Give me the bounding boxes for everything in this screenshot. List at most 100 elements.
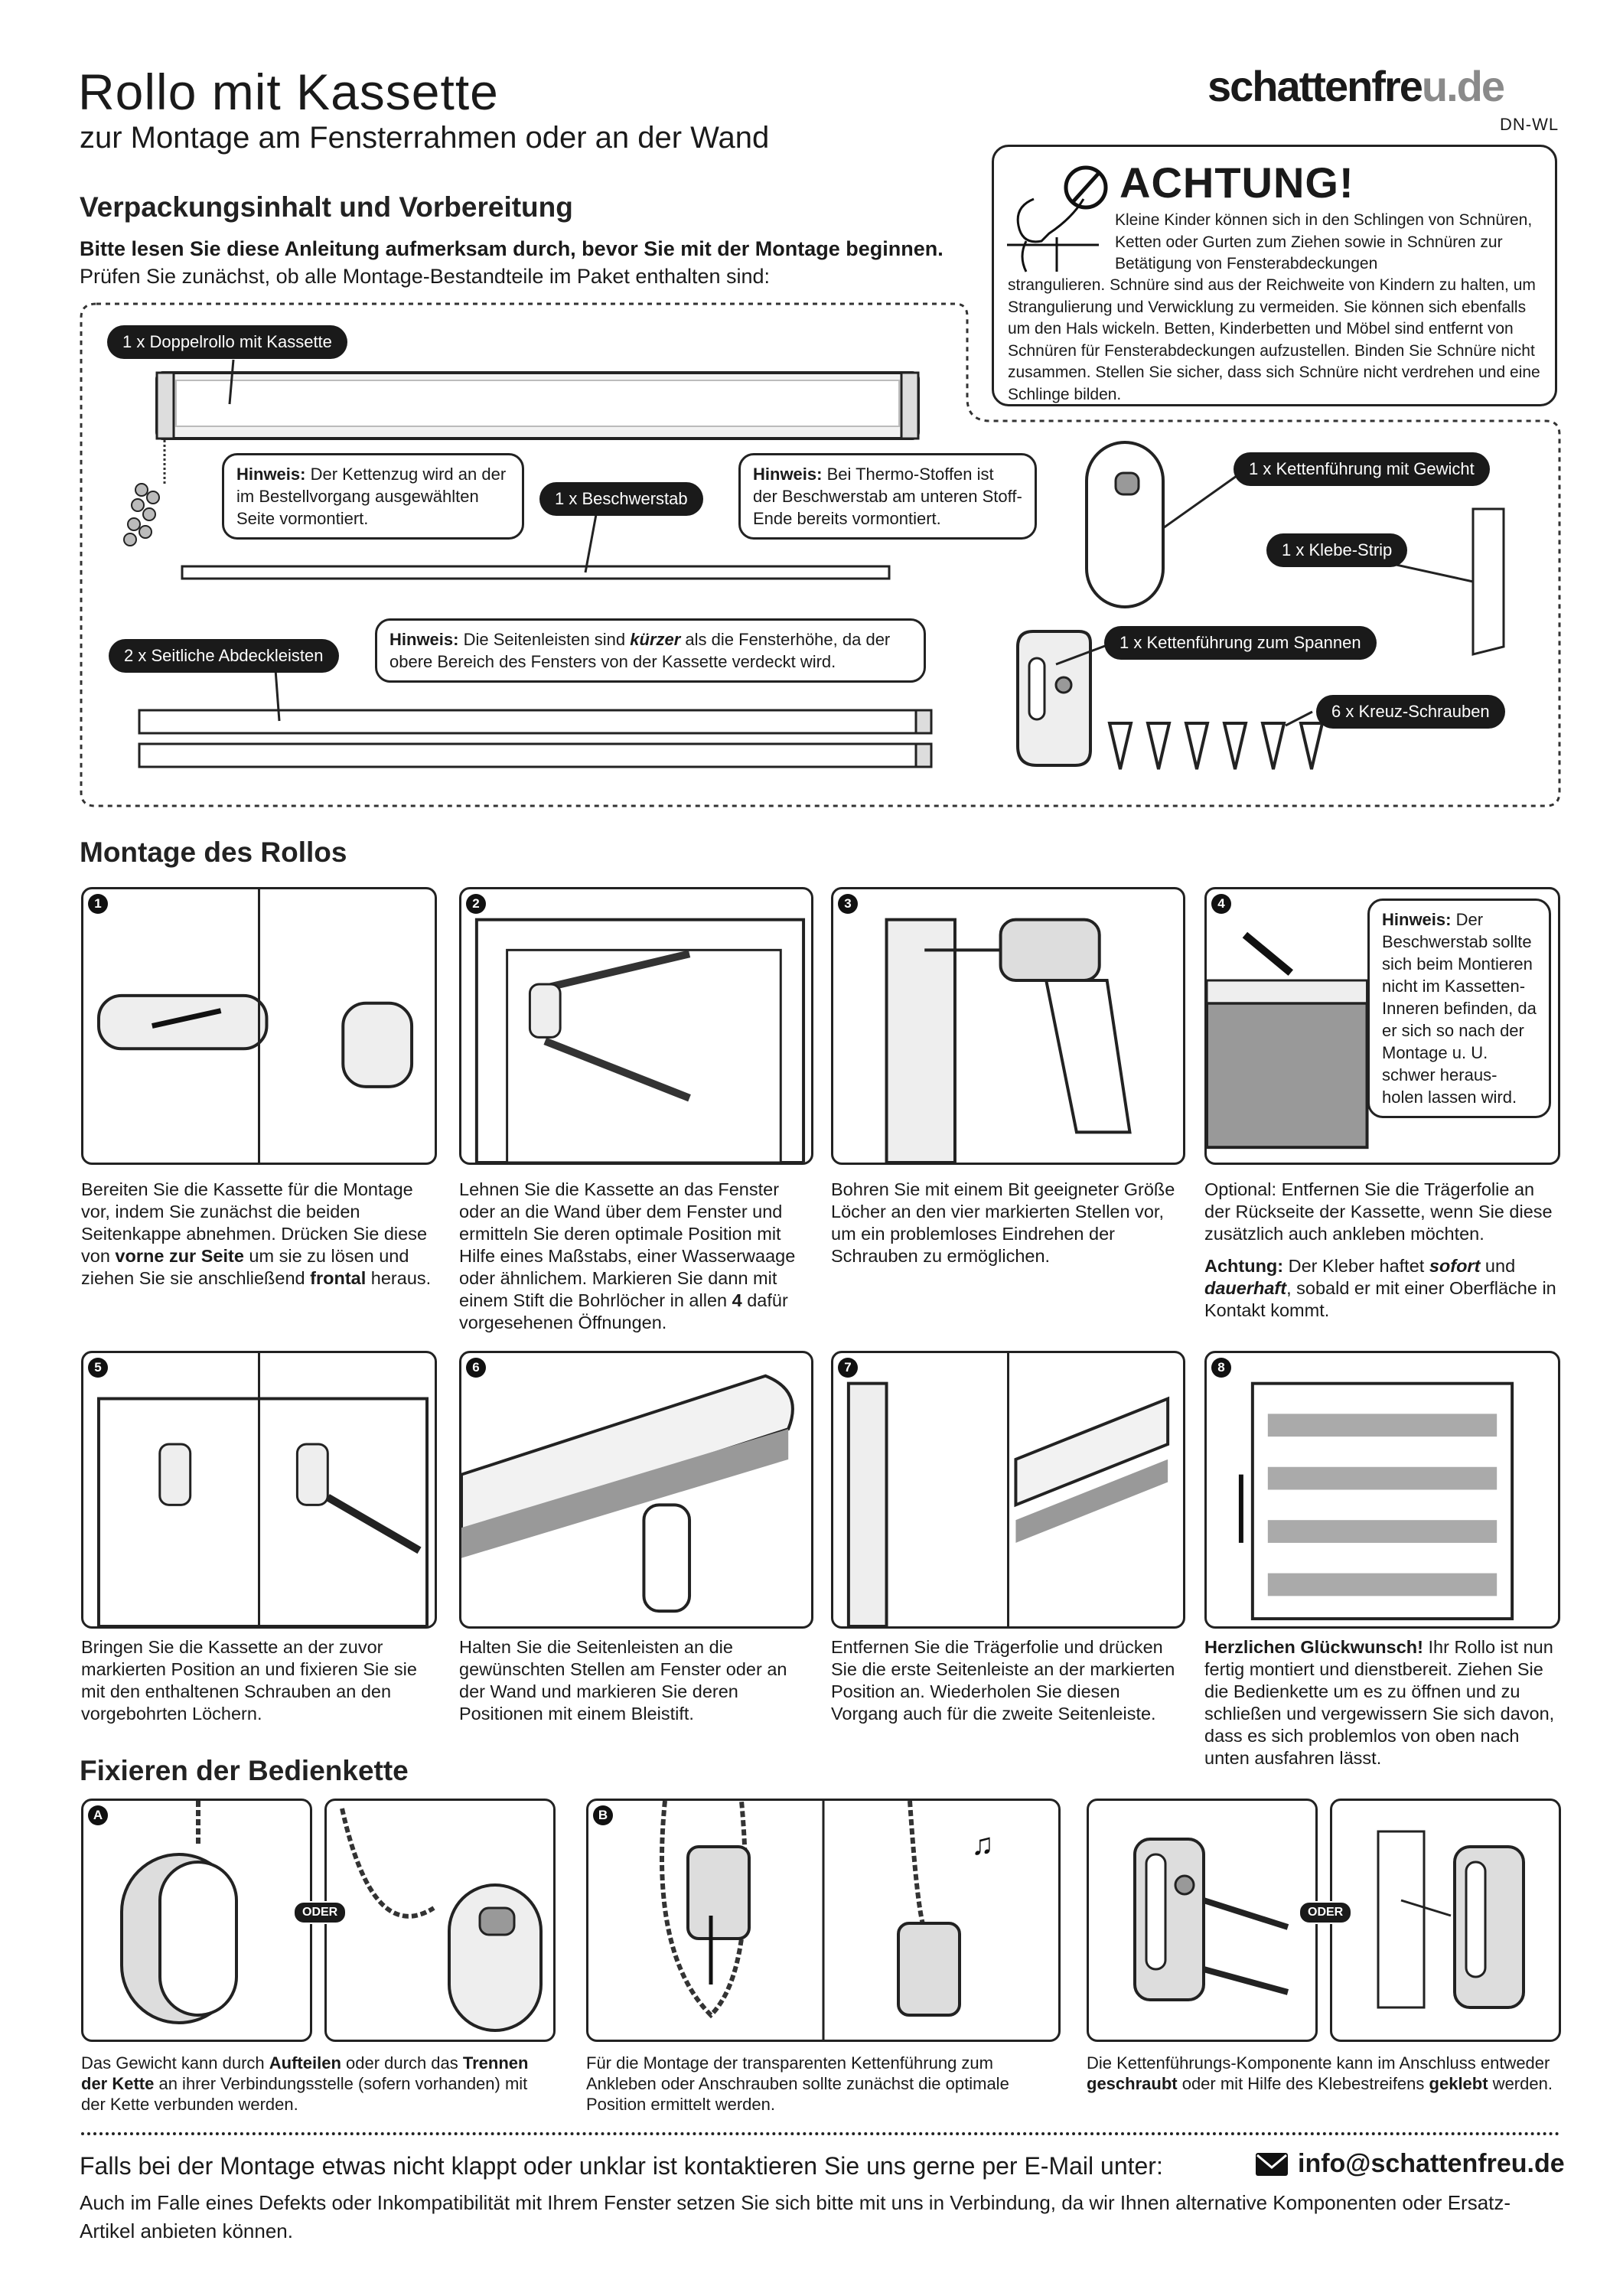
emphasis-text: Achtung: (1204, 1256, 1289, 1276)
contents-frame (80, 302, 1561, 807)
adhesive-mount-illustration (1377, 1830, 1525, 2009)
text-segment: Bohren Sie mit einem Bit geeigneter Größ… (831, 1179, 1175, 1266)
warning-text-top: Kleine Kinder können sich in den Schling… (1115, 211, 1533, 272)
step-text: Bereiten Sie die Kassette für die Montag… (81, 1179, 437, 1290)
chain-panel-c2 (1330, 1799, 1561, 2042)
text-segment: heraus. (366, 1268, 432, 1288)
item-label-chain-guide-weight: 1 x Kettenführung mit Gewicht (1234, 452, 1490, 486)
text-segment: , sobald er mit einer Oberfläche in Kont… (1204, 1278, 1556, 1320)
chain-panel-a1: A (81, 1799, 312, 2042)
text-segment: werden. (1488, 2074, 1553, 2093)
chain-guide-position-illustration: ♫ (660, 1801, 994, 2040)
step-warning-text: Achtung: Der Kleber haftet sofort und da… (1204, 1255, 1560, 1322)
step-panel-7: 7 (831, 1351, 1185, 1629)
chain-panel-b: B ♫ (586, 1799, 1061, 2042)
contact-text: Falls bei der Montage etwas nicht klappt… (80, 2152, 1163, 2180)
step-text: Halten Sie die Seitenleisten an die gewü… (459, 1636, 813, 1725)
step-panel-2: 2 (459, 887, 813, 1165)
chain-step-b-text: Für die Montage der transparenten Ketten… (586, 2053, 1061, 2115)
chain-separate-illustration (340, 1808, 543, 2032)
intro-text: Prüfen Sie zunächst, ob alle Montage-Bes… (80, 265, 771, 288)
page-title: Rollo mit Kassette (78, 64, 499, 120)
svg-text:♫: ♫ (971, 1828, 994, 1861)
text-segment: Bereiten Sie die Kassette für die Montag… (81, 1179, 428, 1266)
mail-icon (1256, 2152, 1288, 2176)
side-strips-illustration (138, 709, 933, 768)
text-segment: Lehnen Sie die Kassette an das Fenster o… (459, 1179, 796, 1310)
adhesive-strip-illustration (1471, 507, 1505, 656)
or-badge: ODER (1299, 1901, 1353, 1924)
child-strangulation-warning-icon (1007, 165, 1108, 272)
step-panel-6: 6 (459, 1351, 813, 1629)
product-code: DN-WL (1500, 115, 1559, 134)
step-panel-5: 5 (81, 1351, 437, 1629)
text-segment: oder durch das (341, 2053, 463, 2073)
warning-title: ACHTUNG! (1119, 158, 1354, 207)
emphasis-text: Hinweis: (1382, 910, 1456, 929)
tension-chain-guide-illustration (1016, 630, 1092, 767)
step-panel-8: 8 (1204, 1351, 1560, 1629)
note-thermo: Hinweis: Bei Thermo-Stoffen ist der Besc… (738, 453, 1037, 540)
warning-box: ACHTUNG! Kleine Kinder können sich in de… (992, 145, 1557, 406)
divider (81, 2132, 1560, 2135)
page-subtitle: zur Montage am Fensterrahmen oder an der… (80, 121, 770, 155)
step-number: 8 (1211, 1358, 1231, 1378)
step-2-illustration (474, 918, 806, 1163)
text-segment: dafür vorgesehenen Öffnungen. (459, 1290, 788, 1332)
step-text: Herzlichen Glückwunsch! Ihr Rollo ist nu… (1204, 1636, 1560, 1769)
emphasis-text: dauerhaft (1204, 1278, 1287, 1298)
text-segment: Bringen Sie die Kassette an der zuvor ma… (81, 1637, 417, 1724)
step-5-illustration (96, 1353, 429, 1626)
email-link[interactable]: info@schattenfreu.de (1255, 2149, 1565, 2179)
emphasis-text: Aufteilen (269, 2053, 341, 2073)
text-segment: an ihrer Verbindungsstelle (sofern vorha… (81, 2074, 528, 2114)
text-segment: Entfernen Sie die Trägerfolie und drücke… (831, 1637, 1175, 1724)
chain-step-c-text: Die Kettenführungs-Komponente kann im An… (1087, 2053, 1561, 2094)
text-segment: Die Seitenleisten sind (463, 630, 631, 649)
step-text: Lehnen Sie die Kassette an das Fenster o… (459, 1179, 813, 1334)
logo-accent: u.de (1421, 62, 1505, 110)
step-7-illustration (846, 1353, 1170, 1626)
intro-bold: Bitte lesen Sie diese Anleitung aufmerks… (80, 237, 943, 260)
text-segment: Ihr Rollo ist nun fertig montiert und di… (1204, 1637, 1555, 1768)
brand-logo: schattenfreu.de (1207, 61, 1505, 111)
text-segment: als die Fensterhöhe, da der obere Bereic… (389, 630, 891, 671)
item-label-tension-chain-guide: 1 x Kettenführung zum Spannen (1104, 626, 1377, 660)
emphasis-text: frontal (310, 1268, 367, 1288)
step-number: 7 (838, 1358, 858, 1378)
text-segment: Der Beschwerstab sollte sich beim Montie… (1382, 910, 1537, 1107)
weight-bar-illustration (181, 565, 891, 580)
chain-panel-a2 (324, 1799, 556, 2042)
note-chain: Hinweis: Der Kettenzug wird an der im Be… (222, 453, 524, 540)
step-number: 5 (88, 1358, 108, 1378)
section-heading-montage: Montage des Rollos (80, 837, 347, 868)
emphasis-text: geklebt (1429, 2074, 1488, 2093)
step-number: 1 (88, 894, 108, 914)
step-text: Bohren Sie mit einem Bit geeigneter Größ… (831, 1179, 1185, 1267)
section-heading-chain: Fixieren der Bedienkette (80, 1755, 409, 1786)
item-label-double-roller: 1 x Doppelrollo mit Kassette (107, 325, 347, 359)
emphasis-text: Herzlichen Glückwunsch! (1204, 1637, 1423, 1657)
final-text: Auch im Falle eines Defekts oder Inkompa… (80, 2191, 1511, 2242)
weight-split-illustration (120, 1801, 238, 2024)
step-8-illustration (1238, 1381, 1514, 1621)
text-segment: Bei Thermo-Stoffen ist der Beschwerstab … (753, 465, 1022, 528)
email-address[interactable]: info@schattenfreu.de (1298, 2149, 1565, 2178)
chain-guide-weight-illustration (1085, 441, 1165, 608)
emphasis-text: vorne zur Seite (115, 1246, 244, 1266)
step-text: Optional: Entfernen Sie die Trägerfolie … (1204, 1179, 1560, 1245)
chain-panel-c1 (1087, 1799, 1318, 2042)
step-number: 3 (838, 894, 858, 914)
text-segment: Der Kettenzug wird an der im Bestellvorg… (236, 465, 507, 528)
step-6-illustration (461, 1374, 794, 1613)
step-number: 6 (466, 1358, 486, 1378)
item-label-screws: 6 x Kreuz-Schrauben (1316, 695, 1505, 729)
cassette-illustration (123, 371, 920, 546)
section-heading-contents: Verpackungsinhalt und Vorbereitung (80, 191, 573, 223)
emphasis-text: Trennen der Kette (81, 2053, 529, 2093)
text-segment: Die Kettenführungs-Komponente kann im An… (1087, 2053, 1550, 2073)
note-side-strips: Hinweis: Die Seitenleisten sind kürzer a… (375, 618, 926, 683)
step-number: 2 (466, 894, 486, 914)
emphasis-text: sofort (1429, 1256, 1481, 1276)
